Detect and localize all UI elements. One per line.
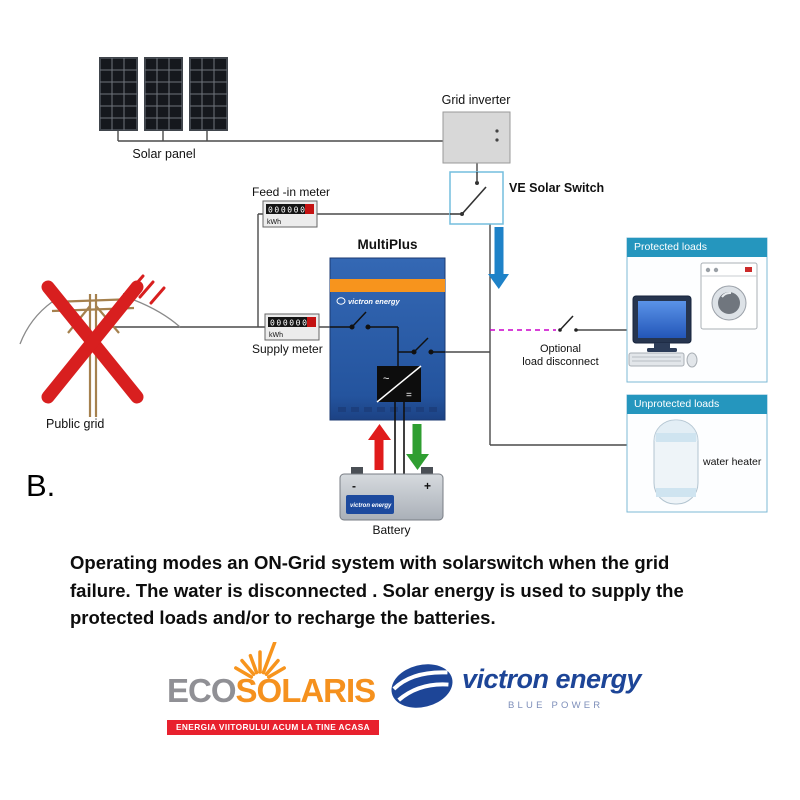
ve-solar-switch-label: VE Solar Switch xyxy=(509,181,605,195)
solar-panel-icon xyxy=(99,57,138,131)
supply-meter-digits: 000000 xyxy=(270,319,309,328)
supply-meter-label: Supply meter xyxy=(252,342,323,356)
inverter-symbol-icon: ~ = xyxy=(376,365,422,403)
ve-solar-switch-box xyxy=(449,171,504,225)
unprotected-loads-panel xyxy=(626,394,768,513)
solar-flow-arrow xyxy=(488,227,509,289)
solar-panel-icon xyxy=(189,57,228,131)
ecosolaris-tagline-banner: ENERGIA VIITORULUI ACUM LA TINE ACASA xyxy=(167,720,379,735)
battery-icon: - + victron energy xyxy=(339,467,444,521)
caption-line: failure. The water is disconnected . Sol… xyxy=(70,579,684,601)
optional-label-line2: load disconnect xyxy=(522,356,599,368)
victron-wordmark: victron energy xyxy=(462,664,642,694)
public-grid-label: Public grid xyxy=(46,417,105,431)
optional-label-line1: Optional xyxy=(540,343,581,355)
dc-equals-glyph: = xyxy=(406,390,412,401)
system-diagram: 000000 kWh 000000 kWh victron energy xyxy=(19,57,768,521)
solar-panel-label: Solar panel xyxy=(132,147,196,161)
unprotected-loads-header: Unprotected loads xyxy=(627,395,767,414)
battery-plus-terminal: + xyxy=(424,479,431,493)
grid-inverter-label: Grid inverter xyxy=(441,93,511,107)
feed-in-meter-unit: kWh xyxy=(267,219,281,226)
solar-panel-icon xyxy=(144,57,183,131)
victron-swirl-icon xyxy=(336,297,346,305)
optional-load-disconnect-switch xyxy=(490,315,578,332)
ecosolaris-logo: ECOSOLARIS ENERGIA VIITORULUI ACUM LA TI… xyxy=(165,642,383,740)
solar-panel-array xyxy=(99,57,228,131)
caption: Operating modes an ON-Grid system with s… xyxy=(70,549,684,632)
supply-meter-unit: kWh xyxy=(269,332,283,339)
victron-energy-logo: victron energy BLUE POWER xyxy=(386,655,656,717)
feed-in-meter-icon: 000000 kWh xyxy=(262,200,318,228)
water-heater-icon xyxy=(653,419,699,505)
multiplus-circuit xyxy=(330,311,445,474)
charge-arrow-red xyxy=(368,424,391,470)
eco-text: ECO xyxy=(167,672,237,709)
feed-in-meter-digits: 000000 xyxy=(268,206,307,215)
victron-swirl-icon xyxy=(391,664,453,708)
optional-load-disconnect-label: Optional load disconnect xyxy=(513,343,608,369)
ecosolaris-wordmark: ECOSOLARIS xyxy=(167,672,377,710)
ac-tilde-glyph: ~ xyxy=(383,373,389,385)
solaris-text: SOLARIS xyxy=(235,672,377,709)
battery-label: Battery xyxy=(372,523,411,537)
multiplus-brand-text: victron energy xyxy=(348,297,401,306)
protected-loads-header: Protected loads xyxy=(627,238,767,257)
sun-rays-icon xyxy=(234,642,286,679)
desktop-computer-icon xyxy=(628,295,698,368)
washing-machine-icon xyxy=(700,262,758,330)
multiplus-vents xyxy=(338,407,437,412)
section-label-b: B. xyxy=(26,468,56,503)
battery-brand-text: victron energy xyxy=(350,503,392,509)
multiplus-label: MultiPlus xyxy=(357,237,418,252)
protected-loads-panel xyxy=(626,237,768,383)
supply-meter-icon: 000000 kWh xyxy=(264,313,320,341)
grid-failure-x-icon xyxy=(41,274,166,404)
caption-line: protected loads and/or to recharge the b… xyxy=(70,607,496,628)
battery-minus-terminal: - xyxy=(352,479,356,493)
water-heater-label: water heater xyxy=(703,456,762,468)
grid-inverter-box xyxy=(442,111,511,164)
discharge-arrow-green xyxy=(406,424,429,470)
feed-in-meter-label: Feed -in meter xyxy=(252,185,331,199)
caption-line: Operating modes an ON-Grid system with s… xyxy=(70,552,670,573)
victron-subtitle: BLUE POWER xyxy=(508,700,604,711)
